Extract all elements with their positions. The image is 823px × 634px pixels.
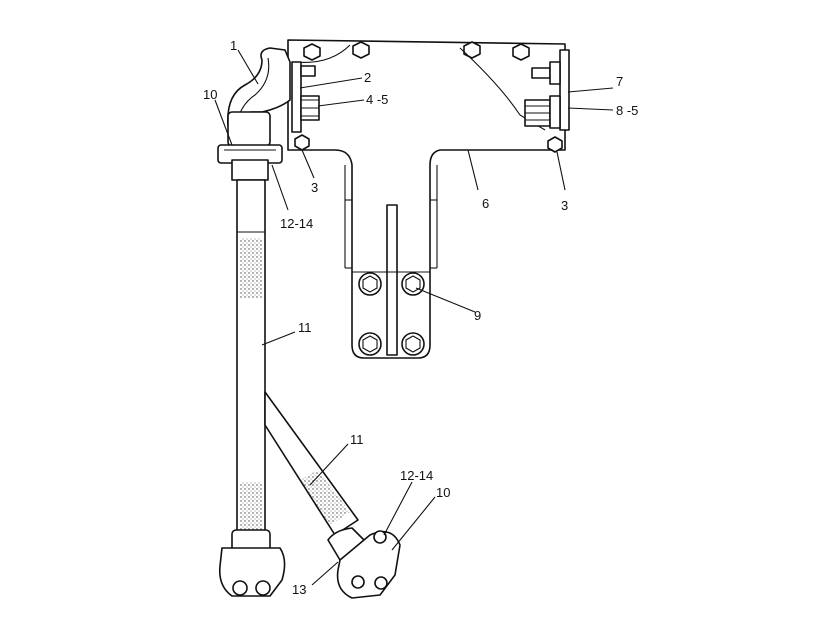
callout-12-14-upper: 12-14 [280,216,313,231]
callout-4-5: 4 -5 [366,92,388,107]
left-clamp-plate [291,61,320,133]
bolt-head [531,67,551,79]
diagonal-pipe [264,391,359,536]
right-clamp-plate [524,49,570,131]
mounting-bracket [287,39,566,359]
bracket-hole [547,136,563,153]
flange-bolt [373,530,387,544]
callout-3-left: 3 [311,180,318,195]
vertical-pipe [236,179,266,541]
upper-flange [217,144,283,181]
callout-8-5: 8 -5 [616,103,638,118]
callout-2: 2 [364,70,371,85]
callout-13: 13 [292,582,306,597]
callout-7: 7 [616,74,623,89]
bolt-9 [358,272,382,296]
bolt-9 [401,332,425,356]
elbow-fitting [227,47,291,147]
bracket-hole [512,43,530,61]
flange-bolt [374,576,388,590]
callout-6: 6 [482,196,489,211]
flange-bolt [255,580,271,596]
leader-lines [214,49,614,586]
callout-10-upper: 10 [203,87,217,102]
lower-left-flange [218,529,286,597]
callout-10-lower: 10 [436,485,450,500]
flange-bolt [351,575,365,589]
callout-12-14-lower: 12-14 [400,468,433,483]
callout-11-vertical: 11 [298,320,312,335]
bracket-hole [463,41,481,59]
bolt-9 [358,332,382,356]
callout-1: 1 [230,38,237,53]
bolt-9 [401,272,425,296]
callout-3-right: 3 [561,198,568,213]
bracket-hole [294,134,310,151]
callout-11-diagonal: 11 [350,432,364,447]
bracket-hole [303,43,321,61]
callout-9: 9 [474,308,481,323]
callout-labels: 1 2 4 -5 3 6 7 8 -5 3 9 10 12-14 11 11 1… [203,38,638,597]
flange-bolt [232,580,248,596]
lower-right-flange [327,527,401,599]
bracket-hole [352,41,370,59]
bolt-head [300,65,316,77]
